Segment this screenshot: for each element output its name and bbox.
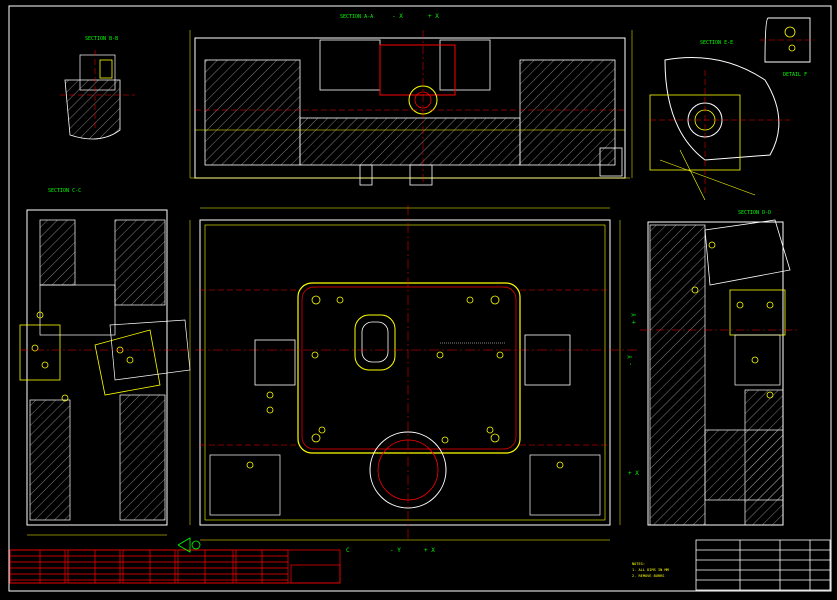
- section-cc-label: SECTION C-C: [48, 188, 81, 194]
- right-section-view: [640, 219, 800, 526]
- top-left-detail: [60, 50, 135, 140]
- cut-mark-right-minus-y: - Y: [627, 355, 634, 366]
- main-plan-view: [189, 205, 640, 541]
- notes-line-1: NOTES:: [632, 562, 645, 566]
- top-section-view: [189, 30, 633, 186]
- top-right-detail: [649, 17, 815, 201]
- notes-line-3: 2. REMOVE BURRS: [632, 574, 664, 578]
- notes-line-2: 1. ALL DIMS IN MM: [632, 568, 670, 572]
- title-block: [695, 539, 831, 591]
- sheet-border: [8, 5, 832, 592]
- projection-symbol: [177, 537, 201, 553]
- parts-table: [9, 549, 341, 584]
- cut-mark-bottom-right: + X: [424, 547, 435, 554]
- section-dd-label: SECTION D-D: [738, 210, 771, 216]
- cut-mark-top-left: - X: [392, 13, 403, 20]
- left-section-view: [19, 209, 191, 536]
- section-bb-label: SECTION B-B: [85, 36, 118, 42]
- section-ee-label: SECTION E-E: [700, 40, 733, 46]
- cut-mark-right-x: + X: [628, 470, 639, 477]
- cut-mark-bottom-left: C: [346, 547, 350, 554]
- cut-mark-top-right: + X: [428, 13, 439, 20]
- cut-mark-bottom-mid: - Y: [390, 547, 401, 554]
- section-aa-label: SECTION A-A: [340, 14, 373, 20]
- cut-mark-right-plus-y: + Y: [631, 313, 638, 324]
- detail-label: DETAIL F: [783, 72, 807, 78]
